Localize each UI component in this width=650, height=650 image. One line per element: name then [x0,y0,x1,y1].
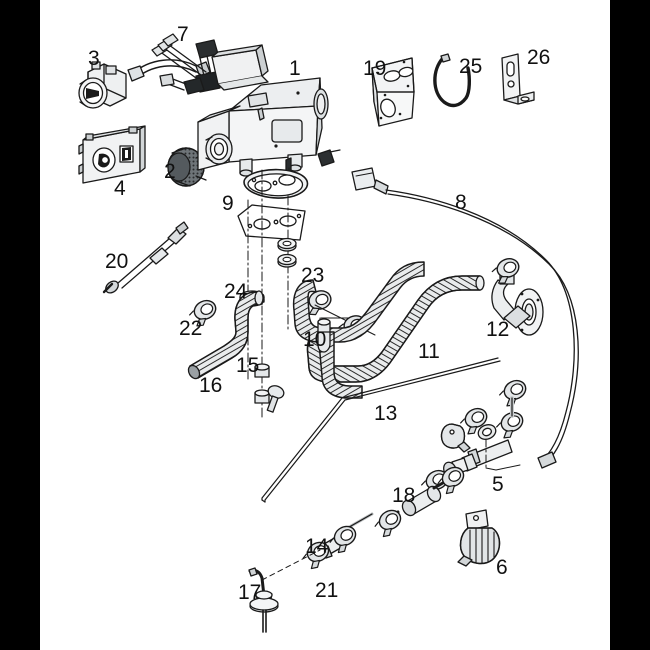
callout-17: 17 [238,581,262,604]
callout-5: 5 [492,473,504,496]
callout-21: 21 [315,579,339,602]
callout-9: 9 [222,192,234,215]
callout-12: 12 [486,318,510,341]
callout-6: 6 [496,556,508,579]
callout-25: 25 [459,55,483,78]
callout-18: 18 [392,484,416,507]
callout-26: 26 [527,46,551,69]
callout-11: 11 [418,340,440,363]
callout-14: 14 [305,535,329,558]
callout-7: 7 [177,23,189,46]
callout-13: 13 [374,402,398,425]
callout-2: 2 [164,160,176,183]
callout-22: 22 [179,317,203,340]
callout-1: 1 [289,57,301,80]
callout-16: 16 [199,374,223,397]
callout-3: 3 [88,47,100,70]
callout-10: 10 [303,328,327,351]
callout-24: 24 [224,280,248,303]
callout-19: 19 [363,57,387,80]
callout-4: 4 [114,177,126,200]
right-frame-bar [610,0,650,650]
callout-20: 20 [105,250,129,273]
callout-8: 8 [455,191,467,214]
callout-23: 23 [301,264,325,287]
callout-15: 15 [236,354,260,377]
left-frame-bar [0,0,40,650]
